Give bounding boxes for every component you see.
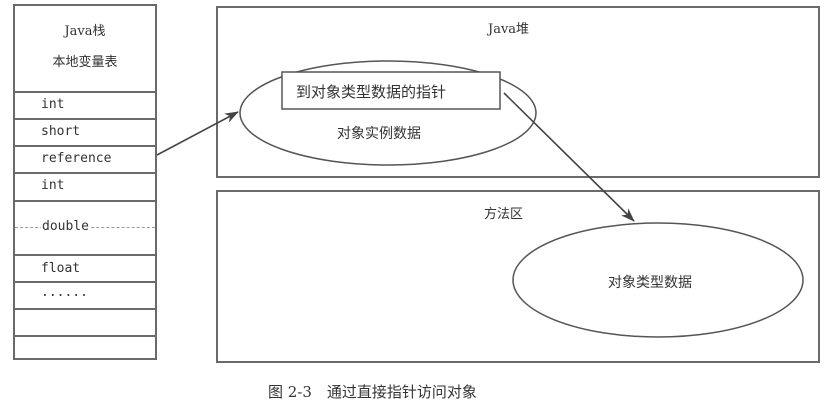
slot-label: float (41, 261, 81, 276)
slot-label: int (41, 97, 65, 112)
type-data-pointer-box (281, 71, 501, 110)
java-heap-region: Java堆 (216, 6, 820, 178)
java-stack-local-variable-table: Java栈 本地变量表 int short reference int doub… (13, 4, 157, 360)
slot-label: short (41, 124, 81, 139)
stack-slot-ellipsis: ...... (15, 283, 155, 310)
stack-slot-double: double (15, 202, 155, 256)
object-type-data-ellipse (512, 222, 804, 338)
java-heap-label: Java堆 (488, 22, 530, 37)
reference-arrow (156, 111, 239, 156)
object-instance-ellipse (239, 60, 537, 166)
slot-label: double (41, 219, 90, 234)
instance-data-label: 对象实例数据 (337, 126, 421, 142)
figure-caption: 图 2-3 通过直接指针访问对象 (268, 383, 477, 401)
method-area-label: 方法区 (484, 207, 524, 222)
type-data-pointer-label: 到对象类型数据的指针 (296, 83, 447, 101)
object-type-data-label: 对象类型数据 (608, 275, 692, 291)
slot-label: int (41, 178, 65, 193)
method-area-region: 方法区 (216, 190, 820, 363)
stack-slot-empty (15, 310, 155, 337)
local-variable-table-title: 本地变量表 (52, 55, 118, 70)
slot-label: ...... (41, 285, 88, 300)
stack-slot-short: short (15, 120, 155, 147)
stack-slot-int: int (15, 93, 155, 120)
stack-slot-reference: reference (15, 147, 155, 174)
slot-label: reference (41, 151, 112, 166)
type-pointer-arrow (503, 92, 635, 222)
java-stack-header: Java栈 本地变量表 (15, 6, 155, 93)
java-stack-title: Java栈 (64, 24, 106, 39)
stack-slot-float: float (15, 256, 155, 283)
stack-slot-int-2: int (15, 174, 155, 202)
